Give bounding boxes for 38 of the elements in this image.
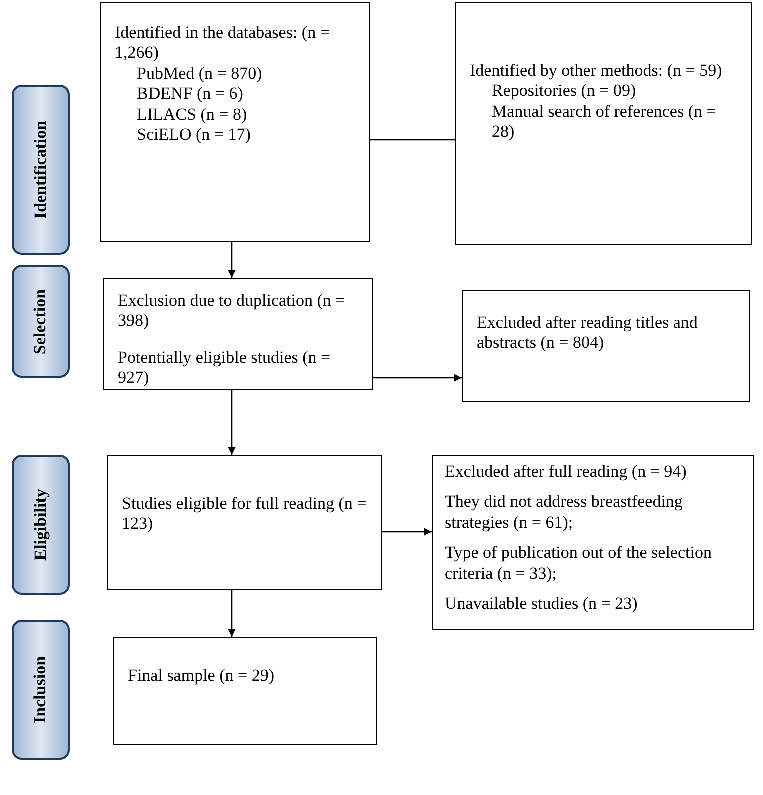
- arrow: [382, 528, 432, 536]
- stage-band: [12, 85, 70, 255]
- process-box: [113, 637, 377, 745]
- box-text: They did not address breastfeeding strategies (n = 61);: [445, 492, 684, 534]
- arrow: [373, 374, 462, 382]
- box-heading: Final sample (n = 29): [128, 666, 276, 686]
- stage-label: Identification: [31, 120, 51, 220]
- stage-band: [12, 265, 70, 378]
- process-box: [100, 2, 370, 242]
- box-heading: Excluded after full reading (n = 94): [445, 462, 688, 482]
- connector-line: [370, 139, 455, 141]
- box-text: LILACS (n = 8): [136, 104, 248, 125]
- box-text: Repositories (n = 09): [491, 81, 638, 102]
- box-heading: Identified by other methods: (n = 59): [470, 61, 724, 82]
- box-text: Unavailable studies (n = 23): [445, 594, 639, 614]
- box-heading: Exclusion due to duplication (n = 398): [118, 291, 346, 332]
- box-heading: Identified in the databases: (n = 1,266): [115, 23, 331, 64]
- box-text: BDENF (n = 6): [136, 84, 244, 105]
- arrow: [228, 390, 236, 455]
- box-text: PubMed (n = 870): [136, 64, 264, 84]
- arrow: [228, 590, 236, 637]
- box-heading: Excluded after reading titles and abstracts (n = 804): [477, 313, 699, 354]
- box-text: SciELO (n = 17): [136, 124, 252, 146]
- box-heading: Studies eligible for full reading (n = 123): [122, 494, 367, 535]
- process-box: [462, 290, 750, 402]
- process-box: [432, 455, 754, 630]
- box-text: Potentially eligible studies (n = 927): [118, 348, 332, 389]
- arrow: [228, 242, 236, 278]
- stage-label: Eligibility: [31, 489, 51, 561]
- process-box: [455, 2, 752, 245]
- process-box: [107, 455, 382, 590]
- box-text: Type of publication out of the selection criteria (n = 33);: [445, 543, 713, 584]
- stage-band: [12, 620, 70, 760]
- stage-label: Selection: [31, 288, 51, 354]
- box-text: Manual search of references (n = 28): [491, 102, 718, 143]
- process-box: [103, 278, 373, 390]
- stage-band: [12, 455, 70, 595]
- stage-label: Inclusion: [31, 656, 51, 724]
